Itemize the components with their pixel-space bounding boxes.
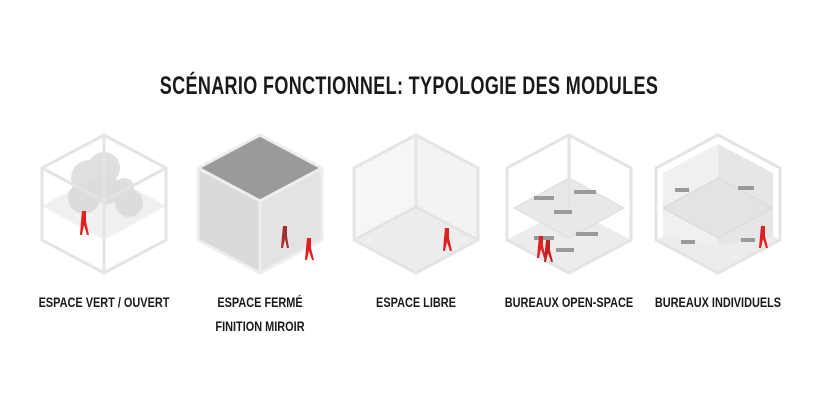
module-espace-vert xyxy=(29,128,179,278)
module-label: BUREAUX INDIVIDUELS xyxy=(640,290,796,314)
label-line: BUREAUX OPEN-SPACE xyxy=(504,294,634,310)
module-label: ESPACE LIBRE xyxy=(338,290,494,314)
module-label: BUREAUX OPEN-SPACE xyxy=(491,290,647,314)
module-bureaux-individuels xyxy=(643,128,793,278)
module-label: ESPACE FERMÉ FINITION MIROIR xyxy=(182,290,338,338)
person-icon xyxy=(305,238,314,260)
module-espace-libre xyxy=(341,128,491,278)
cube-offices-individual-icon xyxy=(654,133,782,275)
label-line: ESPACE LIBRE xyxy=(376,294,456,310)
module-label: ESPACE VERT / OUVERT xyxy=(26,290,182,314)
label-line: ESPACE FERMÉ xyxy=(217,294,303,310)
module-espace-ferme xyxy=(185,128,335,278)
cube-offices-open-icon xyxy=(505,133,633,275)
person-icon xyxy=(759,226,768,248)
label-line: BUREAUX INDIVIDUELS xyxy=(654,294,782,310)
person-reflection-icon xyxy=(281,226,289,248)
label-line: FINITION MIROIR xyxy=(215,318,305,334)
person-icon xyxy=(443,228,452,251)
diagram-title: SCÉNARIO FONCTIONNEL: TYPOLOGIE DES MODU… xyxy=(159,72,659,100)
label-line: ESPACE VERT / OUVERT xyxy=(38,294,170,310)
person-icon xyxy=(80,211,89,235)
person-icon xyxy=(544,240,553,262)
person-icon xyxy=(537,236,546,258)
cube-open-tree-icon xyxy=(40,133,168,275)
cube-closed-icon xyxy=(196,133,324,275)
module-bureaux-open-space xyxy=(494,128,644,278)
cube-open-icon xyxy=(352,133,480,275)
